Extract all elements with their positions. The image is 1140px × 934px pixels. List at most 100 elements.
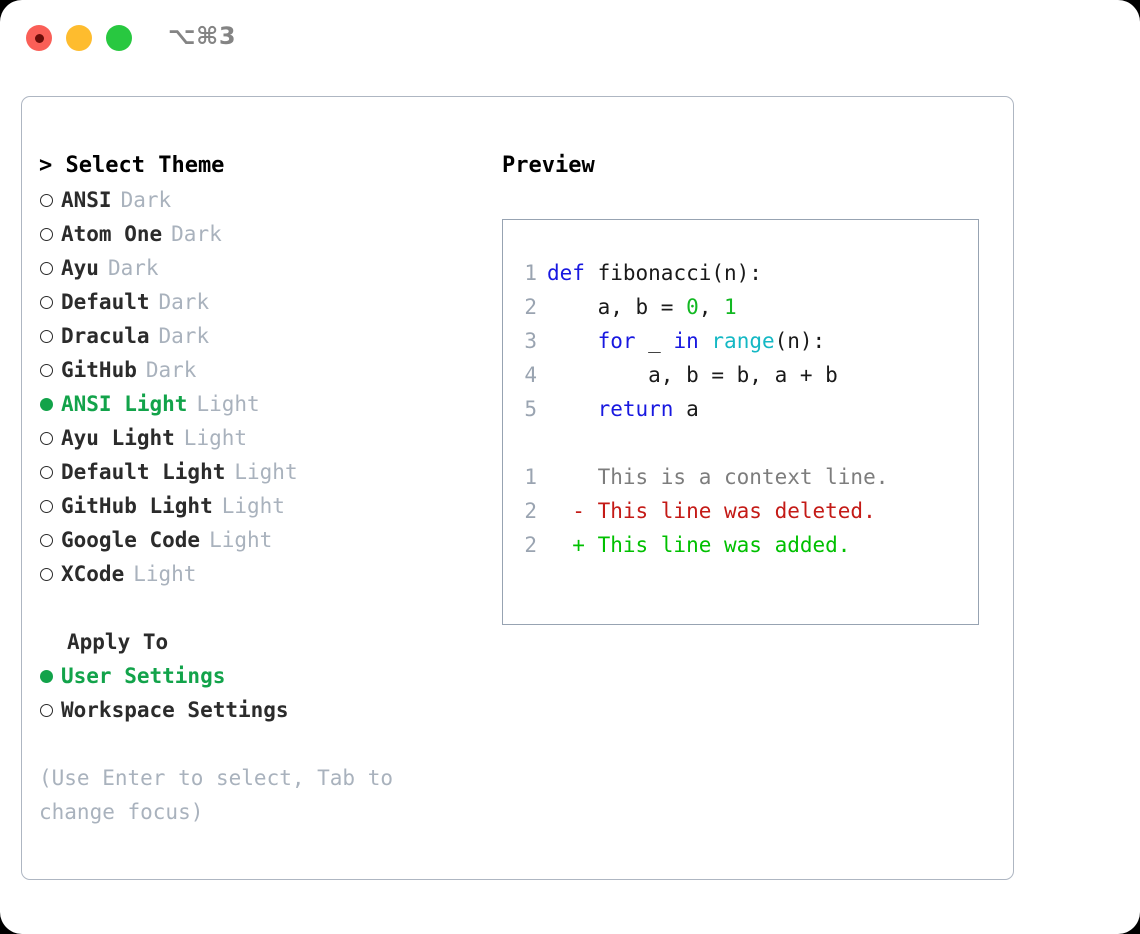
diff-line-text-del: - This line was deleted.: [547, 499, 876, 523]
code-token-plain: a, b = b, a + b: [547, 363, 838, 387]
close-button-icon[interactable]: [26, 25, 52, 51]
code-line-number: 1: [524, 261, 537, 285]
theme-variant-label: Dark: [171, 222, 222, 246]
diff-line: 2 + This line was added.: [503, 528, 978, 562]
theme-option-label: ANSI Light: [61, 392, 188, 416]
diff-line-text-add: + This line was added.: [547, 533, 851, 557]
zoom-button-icon[interactable]: [106, 25, 132, 51]
code-line-text: def fibonacci(n):: [547, 256, 762, 290]
code-line-number: 2: [524, 295, 537, 319]
theme-variant-label: Dark: [158, 324, 210, 348]
theme-option-0[interactable]: ANSI Dark: [39, 183, 479, 217]
theme-variant-label: Dark: [145, 358, 197, 382]
code-token-kw: return: [597, 397, 674, 421]
theme-variant-label: Light: [234, 460, 298, 484]
code-token-plain: ,: [698, 295, 725, 319]
code-token-num: 0: [686, 295, 699, 319]
apply-to-option-0[interactable]: User Settings: [39, 659, 479, 693]
code-line-number: 5: [524, 397, 537, 421]
diff-line: 2 - This line was deleted.: [503, 494, 978, 528]
code-line-number: 4: [524, 363, 537, 387]
code-token-plain: [699, 329, 712, 353]
code-line-text: a, b = 0, 1: [547, 290, 737, 324]
code-token-plain: [547, 397, 598, 421]
code-token-plain: [547, 329, 598, 353]
theme-option-label: GitHub: [61, 358, 137, 382]
code-line-text: return a: [547, 392, 699, 426]
code-line: 3 for _ in range(n):: [503, 324, 978, 358]
diff-line-number: 2: [524, 533, 537, 557]
theme-option-label: Default Light: [61, 460, 226, 484]
code-line: 1 def fibonacci(n):: [503, 256, 978, 290]
theme-option-10[interactable]: Google Code Light: [39, 523, 479, 557]
theme-option-9[interactable]: GitHub Light Light: [39, 489, 479, 523]
code-line-number: 3: [524, 329, 537, 353]
diff-line-number: 1: [524, 465, 537, 489]
theme-option-7[interactable]: Ayu Light Light: [39, 421, 479, 455]
theme-option-label: Atom One: [61, 222, 163, 246]
theme-option-5[interactable]: GitHub Dark: [39, 353, 479, 387]
code-token-plain: (n):: [774, 329, 826, 353]
theme-option-label: Google Code: [61, 528, 201, 552]
select-theme-heading: > Select Theme: [39, 153, 225, 178]
code-token-kw: def: [547, 261, 585, 285]
theme-option-6[interactable]: ANSI Light Light: [39, 387, 479, 421]
theme-option-8[interactable]: Default Light Light: [39, 455, 479, 489]
theme-variant-label: Dark: [158, 290, 210, 314]
theme-option-label: Dracula: [61, 324, 150, 348]
theme-option-4[interactable]: Dracula Dark: [39, 319, 479, 353]
diff-sample: 1 This is a context line.2 - This line w…: [503, 460, 978, 562]
theme-variant-label: Dark: [120, 188, 172, 212]
code-token-num: 1: [724, 295, 737, 319]
code-token-fn: range: [711, 329, 775, 353]
code-line: 5 return a: [503, 392, 978, 426]
code-token-plain: _: [635, 329, 674, 353]
theme-option-label: XCode: [61, 562, 125, 586]
code-token-plain: a: [673, 397, 699, 421]
code-token-plain: fibonacci(n):: [584, 261, 762, 285]
theme-option-label: Default: [61, 290, 150, 314]
apply-to-option-label: Workspace Settings: [61, 698, 289, 722]
keyboard-shortcut-label: ⌥⌘3: [168, 22, 237, 50]
code-line-text: a, b = b, a + b: [547, 358, 838, 392]
theme-option-label: GitHub Light: [61, 494, 213, 518]
apply-to-option-1[interactable]: Workspace Settings: [39, 693, 479, 727]
theme-option-1[interactable]: Atom One Dark: [39, 217, 479, 251]
theme-variant-label: Light: [133, 562, 197, 586]
window-controls: [26, 25, 132, 51]
theme-variant-label: Light: [183, 426, 248, 450]
apply-to-heading: Apply To: [67, 630, 169, 654]
theme-option-3[interactable]: Default Dark: [39, 285, 479, 319]
apply-to-option-label: User Settings: [61, 664, 226, 688]
theme-option-2[interactable]: Ayu Dark: [39, 251, 479, 285]
theme-option-label: Ayu Light: [61, 426, 175, 450]
title-bar: ⌥⌘3: [0, 0, 1140, 78]
theme-variant-label: Dark: [107, 256, 159, 280]
theme-option-11[interactable]: XCode Light: [39, 557, 479, 591]
theme-variant-label: Light: [209, 528, 273, 552]
diff-line: 1 This is a context line.: [503, 460, 978, 494]
code-token-kw: for: [597, 329, 636, 353]
preview-heading: Preview: [502, 153, 595, 178]
theme-option-label: Ayu: [61, 256, 99, 280]
diff-line-number: 2: [524, 499, 537, 523]
diff-line-text-ctx: This is a context line.: [547, 465, 889, 489]
keyboard-hint-text: (Use Enter to select, Tab to change focu…: [39, 766, 406, 824]
code-token-kw: in: [673, 329, 699, 353]
theme-variant-label: Light: [221, 494, 285, 518]
code-line-text: for _ in range(n):: [547, 324, 826, 358]
minimize-button-icon[interactable]: [66, 25, 92, 51]
theme-option-label: ANSI: [61, 188, 112, 212]
code-line: 4 a, b = b, a + b: [503, 358, 978, 392]
code-diff-spacer: [503, 426, 978, 460]
theme-variant-label: Light: [196, 392, 260, 416]
code-line: 2 a, b = 0, 1: [503, 290, 978, 324]
code-token-plain: a, b =: [547, 295, 687, 319]
